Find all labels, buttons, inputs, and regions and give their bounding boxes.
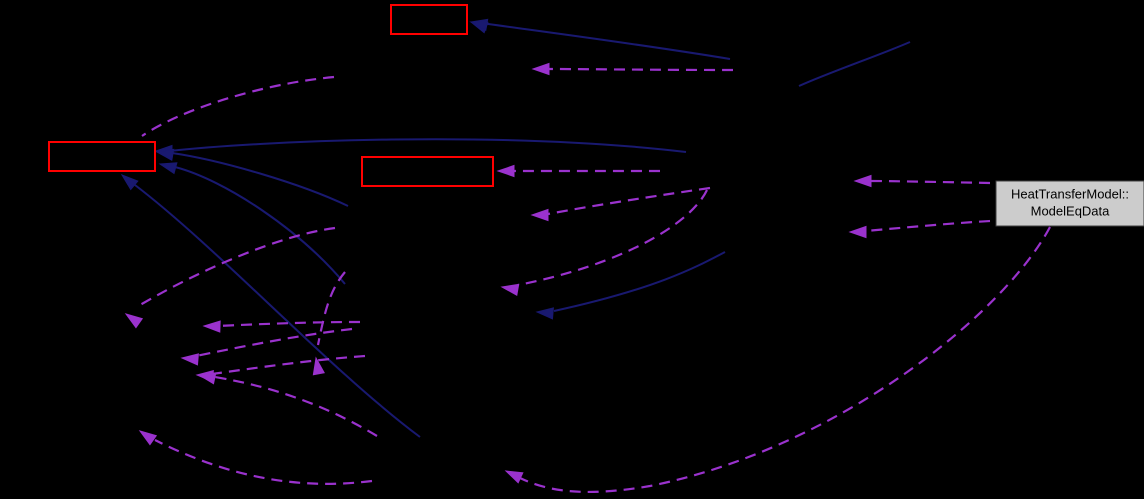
graph-edge [124,226,336,329]
graph-edge [312,271,346,376]
edge-arrowhead-icon [202,320,221,333]
edge-arrowhead-icon [138,430,158,446]
edge-line [141,75,335,137]
graph-edge [848,219,991,239]
graph-edge [154,138,687,158]
edge-arrowhead-icon [158,162,178,175]
edge-line [174,166,346,285]
edge-line [195,327,353,358]
edge-line [211,354,366,376]
edge-arrowhead-icon [180,353,199,366]
edge-layer [120,18,1051,494]
edge-line [217,320,361,328]
graph-edge [496,164,661,178]
edge-arrowhead-icon [124,313,144,329]
edge-arrowhead-icon [853,174,872,188]
edge-line [517,189,708,287]
edge-line [214,375,378,437]
edge-line [139,226,336,306]
edge-line [171,152,349,207]
edge-line [519,226,1051,494]
graph-edge [180,327,353,366]
edge-arrowhead-icon [848,225,867,239]
edge-line [864,219,991,233]
graph-node[interactable] [48,141,156,172]
edge-arrowhead-icon [496,164,515,178]
focus-node-box[interactable] [995,180,1144,227]
graph-edge [120,174,421,438]
edge-arrowhead-icon [469,18,489,31]
graph-node[interactable] [390,4,468,35]
graph-node[interactable] [361,156,494,187]
graph-edge [530,186,711,222]
graph-edge [853,174,991,188]
graph-edge [469,18,731,60]
empty-node-box[interactable] [361,156,494,187]
edge-arrowhead-icon [504,470,524,484]
edge-arrowhead-icon [500,283,520,296]
graph-edge [535,251,726,320]
node-label: ModelEqData [1031,203,1111,218]
edge-arrowhead-icon [120,174,139,191]
empty-node-box[interactable] [48,141,156,172]
edge-arrowhead-icon [531,62,550,76]
graph-edge [202,320,361,333]
graph-edge [504,226,1051,494]
edge-arrowhead-icon [535,307,554,320]
edge-arrowhead-icon [530,208,549,222]
graph-edge [158,162,346,285]
graph-edge [155,148,349,207]
graph-edge [197,372,378,437]
edge-line [154,439,373,485]
graph-node[interactable]: HeatTransferModel::ModelEqData [995,180,1144,227]
edge-line [869,179,991,185]
edge-line [316,271,346,346]
graph-edge [531,62,734,76]
empty-node-box[interactable] [390,4,468,35]
node-layer: HeatTransferModel::ModelEqData [48,4,1144,227]
edge-line [169,138,687,153]
graph-edge [500,189,708,296]
edge-line [546,67,734,72]
graph-edge [138,430,373,485]
edge-line [134,184,421,438]
node-label: HeatTransferModel:: [1011,186,1129,201]
edge-line [553,251,726,312]
edge-arrowhead-icon [312,356,325,376]
edge-arrowhead-icon [155,148,175,161]
edge-arrowhead-icon [197,372,217,385]
edge-line [547,186,711,216]
edge-line [473,21,731,60]
edge-line [798,41,911,87]
